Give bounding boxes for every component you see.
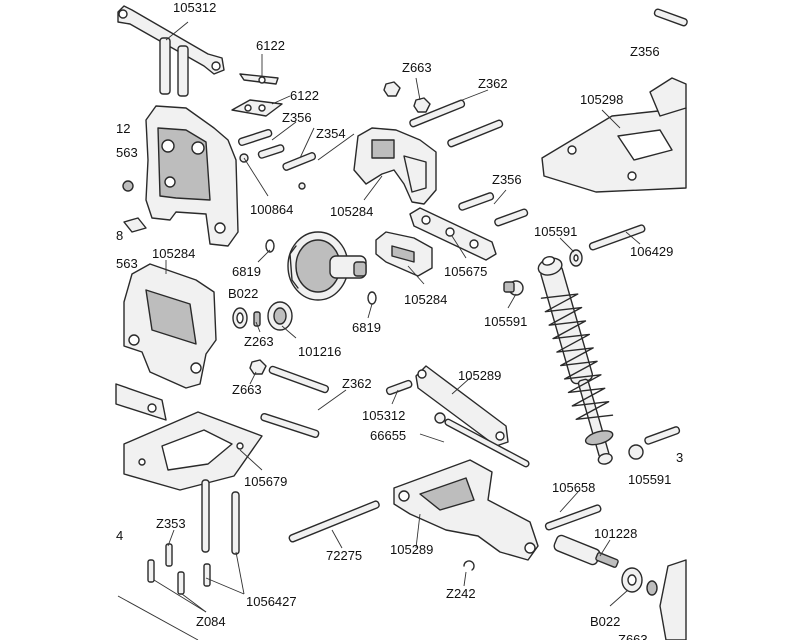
ball-stud-105591 [503, 280, 524, 296]
chassis-plate-105298 [541, 77, 687, 193]
part-label: 105284 [152, 246, 195, 261]
body-mount-post-top [117, 5, 225, 97]
part-label: Z084 [196, 614, 226, 629]
washer-6819 [265, 239, 377, 305]
rod-72275 [288, 500, 380, 543]
e-clip-z242 [463, 560, 475, 571]
part-label: Z356 [492, 172, 522, 187]
part-label: Z356 [282, 110, 312, 125]
leader-lines [153, 21, 641, 613]
link-105289 [415, 365, 509, 447]
part-label: 106429 [630, 244, 673, 259]
part-label: 72275 [326, 548, 362, 563]
part-label: Z354 [316, 126, 346, 141]
lower-arm-105289 [393, 459, 539, 561]
part-label: Z663 [618, 632, 648, 640]
arm-mount-105675 [409, 207, 497, 261]
part-label: 105591 [628, 472, 671, 487]
part-label: 6819 [352, 320, 381, 335]
part-label: 105679 [244, 474, 287, 489]
part-label: B022 [228, 286, 258, 301]
part-label: 563 [116, 145, 138, 160]
part-label: B022 [590, 614, 620, 629]
part-label: 563 [116, 256, 138, 271]
part-label: 6122 [290, 88, 319, 103]
shock-absorber [537, 255, 614, 465]
part-label: 101216 [298, 344, 341, 359]
drive-shaft-101228 [553, 534, 619, 568]
hub-carrier-partial [659, 559, 687, 640]
rear-bulkhead-lower [123, 263, 217, 389]
part-label: 105591 [484, 314, 527, 329]
rod-66655 [434, 412, 530, 468]
part-label: Z242 [446, 586, 476, 601]
part-label: 105289 [390, 542, 433, 557]
screw-set-100864 [122, 128, 317, 233]
skid-plate-105679 [123, 411, 263, 491]
part-label: 100864 [250, 202, 293, 217]
body-clip [239, 73, 279, 85]
gearbox-housing-105284 [353, 127, 437, 205]
part-label: 101228 [594, 526, 637, 541]
part-label: 4 [116, 528, 123, 543]
bearing-b022-lower [621, 567, 658, 596]
partial-arm-left [115, 383, 167, 421]
part-label: Z356 [630, 44, 660, 59]
rear-bulkhead-left [145, 105, 239, 247]
part-label: 66655 [370, 428, 406, 443]
part-label: 6819 [232, 264, 261, 279]
part-label: Z362 [342, 376, 372, 391]
screws-z353 [147, 479, 240, 595]
pin-z362-mid [260, 365, 330, 438]
part-label: Z362 [478, 76, 508, 91]
part-label: 8 [116, 228, 123, 243]
differential-gear [287, 231, 367, 301]
ball-stud-right [628, 426, 681, 460]
part-label: 6122 [256, 38, 285, 53]
part-label: 105284 [404, 292, 447, 307]
pin-top-right [653, 8, 688, 27]
pin-105312-small [385, 379, 413, 396]
part-label: Z663 [402, 60, 432, 75]
part-label: 105591 [534, 224, 577, 239]
part-label: 105658 [552, 480, 595, 495]
arm-mount-block [375, 231, 433, 277]
pin-z362-top [409, 99, 504, 148]
part-label: 105312 [362, 408, 405, 423]
part-label: 105289 [458, 368, 501, 383]
outdrive-101216 [267, 301, 293, 331]
body-clip-2 [231, 99, 283, 117]
bearing-b022 [232, 307, 261, 329]
part-label: Z663 [232, 382, 262, 397]
part-label: 105298 [580, 92, 623, 107]
part-label: Z263 [244, 334, 274, 349]
chassis-edge-line [117, 595, 199, 640]
part-label: 12 [116, 121, 130, 136]
part-label: 1056427 [246, 594, 297, 609]
part-label: 3 [676, 450, 683, 465]
part-label: 105312 [173, 0, 216, 15]
pin-z356 [458, 192, 529, 227]
pin-106429 [569, 224, 646, 267]
part-label: 105284 [330, 204, 373, 219]
nut-z663 [383, 81, 431, 113]
part-label: Z353 [156, 516, 186, 531]
part-label: 105675 [444, 264, 487, 279]
nut-z663-mid [249, 359, 267, 375]
pin-105658 [544, 504, 602, 531]
